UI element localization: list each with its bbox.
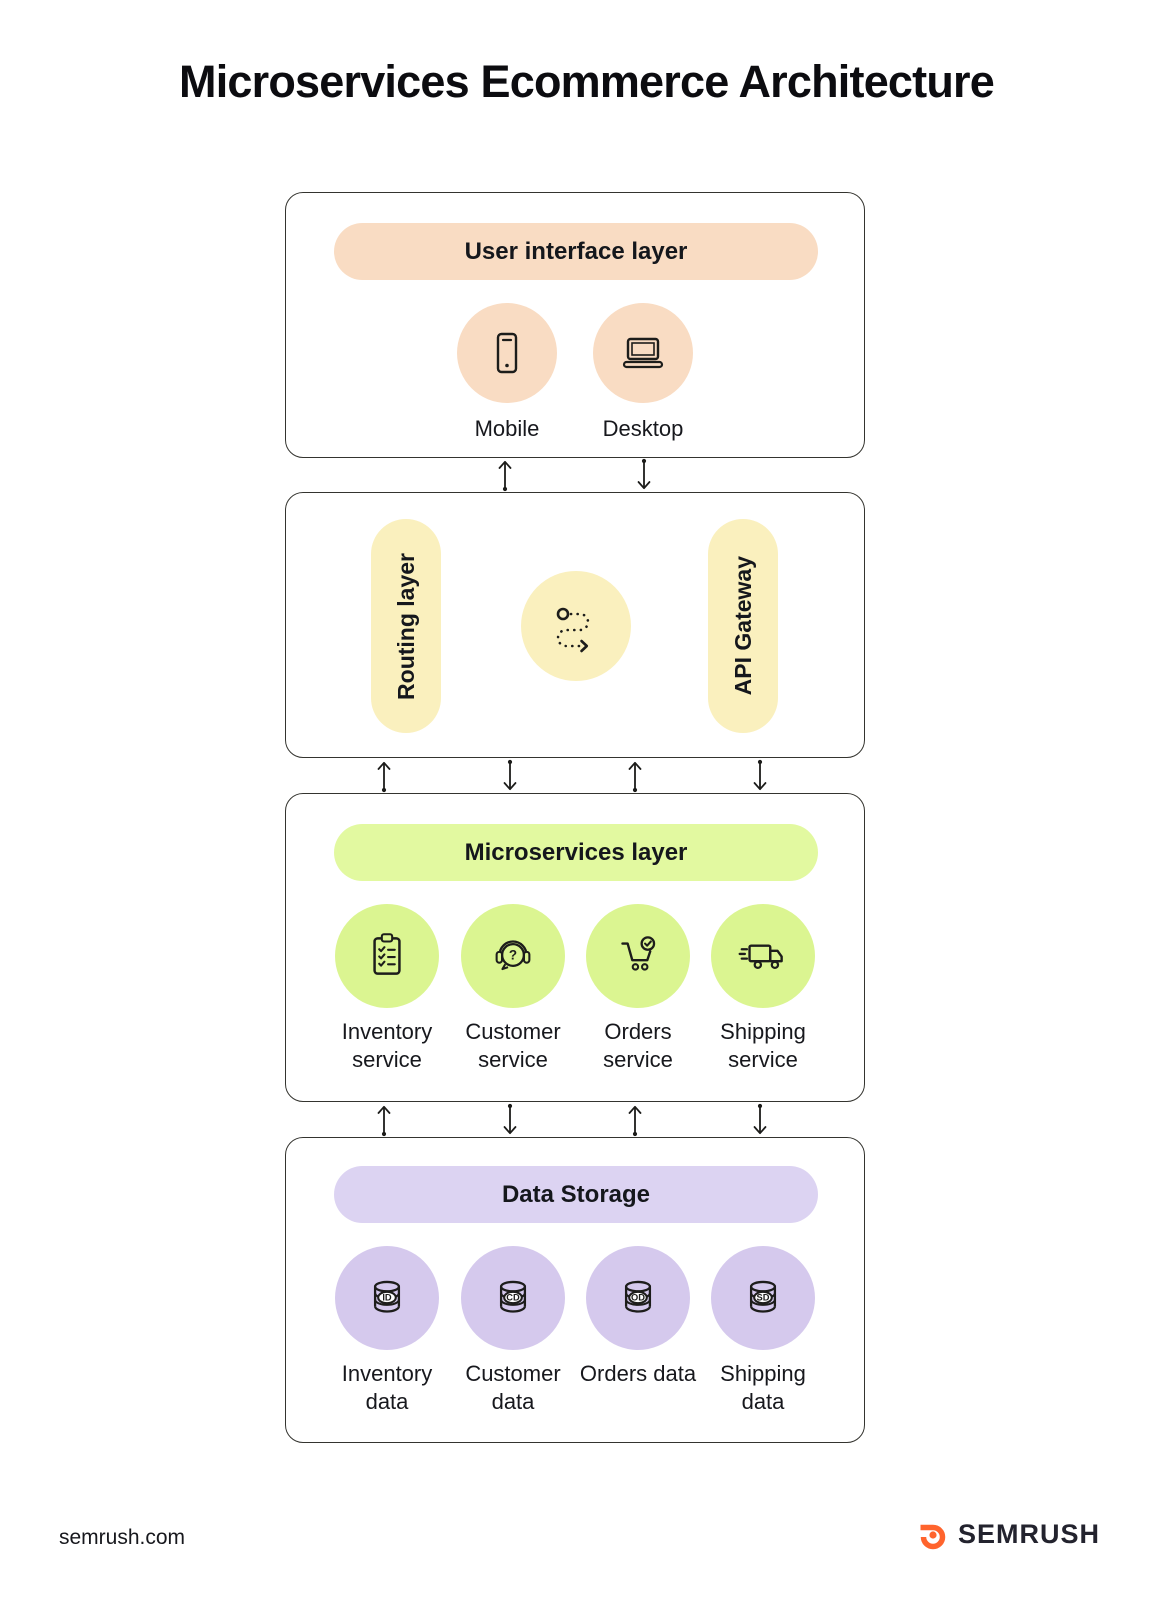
api-gateway-pill: API Gateway: [708, 519, 778, 733]
database-icon: OD: [624, 1280, 652, 1313]
inventory-service-label: Inventory service: [341, 1019, 433, 1072]
orders-data-circle: OD: [586, 1246, 690, 1350]
arrow-up-icon: [377, 1105, 391, 1137]
shipping-service-label: Shipping service: [720, 1019, 806, 1072]
route-icon: [556, 607, 590, 653]
arrow-up-icon: [377, 761, 391, 793]
delivery-truck-icon: [738, 944, 783, 970]
customer-data-circle: CD: [461, 1246, 565, 1350]
customer-service-label: Customer service: [465, 1019, 561, 1072]
inventory-service-circle: [335, 904, 439, 1008]
microservices-layer-label: Microservices layer: [464, 838, 688, 866]
ui-layer-header: User interface layer: [334, 223, 818, 280]
mobile-device-circle: [457, 303, 557, 403]
question-mark-glyph: ?: [509, 948, 517, 963]
arrow-down-icon: [753, 1103, 767, 1135]
database-icon: SD: [749, 1280, 777, 1313]
orders-service-circle: [586, 904, 690, 1008]
database-badge: ID: [382, 1293, 392, 1303]
routing-layer-box: Routing layer API Gateway: [285, 492, 865, 758]
database-icon: ID: [373, 1280, 401, 1313]
arrow-up-icon: [498, 460, 512, 492]
shopping-cart-icon: [621, 936, 656, 971]
inventory-checklist-icon: [373, 933, 401, 975]
arrow-down-icon: [503, 1103, 517, 1135]
customer-support-icon: ?: [495, 940, 531, 971]
data-storage-box: Data Storage ID: [285, 1137, 865, 1443]
footer-url: semrush.com: [59, 1526, 186, 1549]
routing-layer-pill: Routing layer: [371, 519, 441, 733]
data-storage-label: Data Storage: [501, 1180, 651, 1208]
semrush-logo: SEMRUSH: [917, 1518, 1100, 1550]
database-badge: OD: [631, 1293, 645, 1303]
orders-data-label: Orders data: [579, 1361, 697, 1386]
ui-layer-label: User interface layer: [464, 237, 688, 265]
database-badge: CD: [506, 1293, 520, 1303]
microservices-layer-header: Microservices layer: [334, 824, 818, 881]
routing-layer-label: Routing layer: [392, 552, 419, 700]
shipping-service-circle: [711, 904, 815, 1008]
desktop-icon: [622, 337, 664, 369]
arrow-down-icon: [753, 759, 767, 791]
customer-data-label: Customer data: [465, 1361, 561, 1414]
inventory-data-label: Inventory data: [341, 1361, 433, 1414]
api-gateway-label: API Gateway: [729, 556, 756, 696]
shipping-data-circle: SD: [711, 1246, 815, 1350]
customer-service-circle: ?: [461, 904, 565, 1008]
arrow-down-icon: [637, 458, 651, 490]
route-circle: [521, 571, 631, 681]
arrow-up-icon: [628, 1105, 642, 1137]
mobile-label: Mobile: [474, 416, 540, 441]
database-badge: SD: [757, 1293, 770, 1303]
desktop-label: Desktop: [602, 416, 684, 441]
arrow-up-icon: [628, 761, 642, 793]
mobile-icon: [496, 332, 518, 374]
page-title: Microservices Ecommerce Architecture: [179, 56, 995, 107]
shipping-data-label: Shipping data: [720, 1361, 806, 1414]
orders-service-label: Orders service: [603, 1019, 673, 1072]
arrow-down-icon: [503, 759, 517, 791]
inventory-data-circle: ID: [335, 1246, 439, 1350]
ui-layer-box: User interface layer Mobile Desktop: [285, 192, 865, 458]
microservices-layer-box: Microservices layer ?: [285, 793, 865, 1102]
semrush-wordmark: SEMRUSH: [957, 1518, 1100, 1549]
database-icon: CD: [499, 1280, 527, 1313]
data-storage-header: Data Storage: [334, 1166, 818, 1223]
desktop-device-circle: [593, 303, 693, 403]
semrush-logo-icon: [920, 1524, 946, 1550]
